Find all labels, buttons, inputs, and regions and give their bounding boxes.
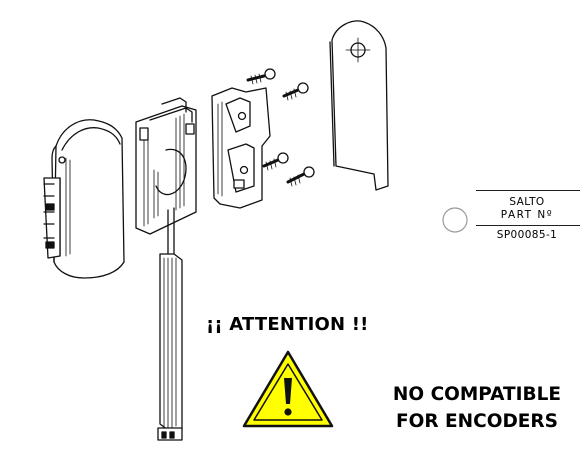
- attention-heading: ¡¡ ATTENTION !!: [206, 314, 369, 335]
- part-brand: SALTO: [509, 196, 545, 208]
- back-plate: [329, 20, 389, 191]
- part-label-middle-rule: [476, 225, 580, 226]
- notice-line-2: FOR ENCODERS: [395, 411, 559, 432]
- mounting-bracket: [211, 87, 271, 209]
- reader-housing: [43, 119, 125, 279]
- part-number-label: SALTO PART Nº SP00085-1: [474, 190, 580, 242]
- part-label-top-rule: [476, 190, 580, 191]
- part-caption: PART Nº: [500, 209, 554, 221]
- exclamation-warning-triangle-icon: [242, 350, 334, 428]
- circuit-board-with-flex-cable: [135, 97, 197, 441]
- screws: [246, 68, 315, 187]
- part-label-bullet: [442, 207, 468, 233]
- compatibility-notice: NO COMPATIBLE FOR ENCODERS: [380, 381, 574, 435]
- notice-line-1: NO COMPATIBLE: [392, 384, 562, 405]
- part-number: SP00085-1: [496, 229, 558, 241]
